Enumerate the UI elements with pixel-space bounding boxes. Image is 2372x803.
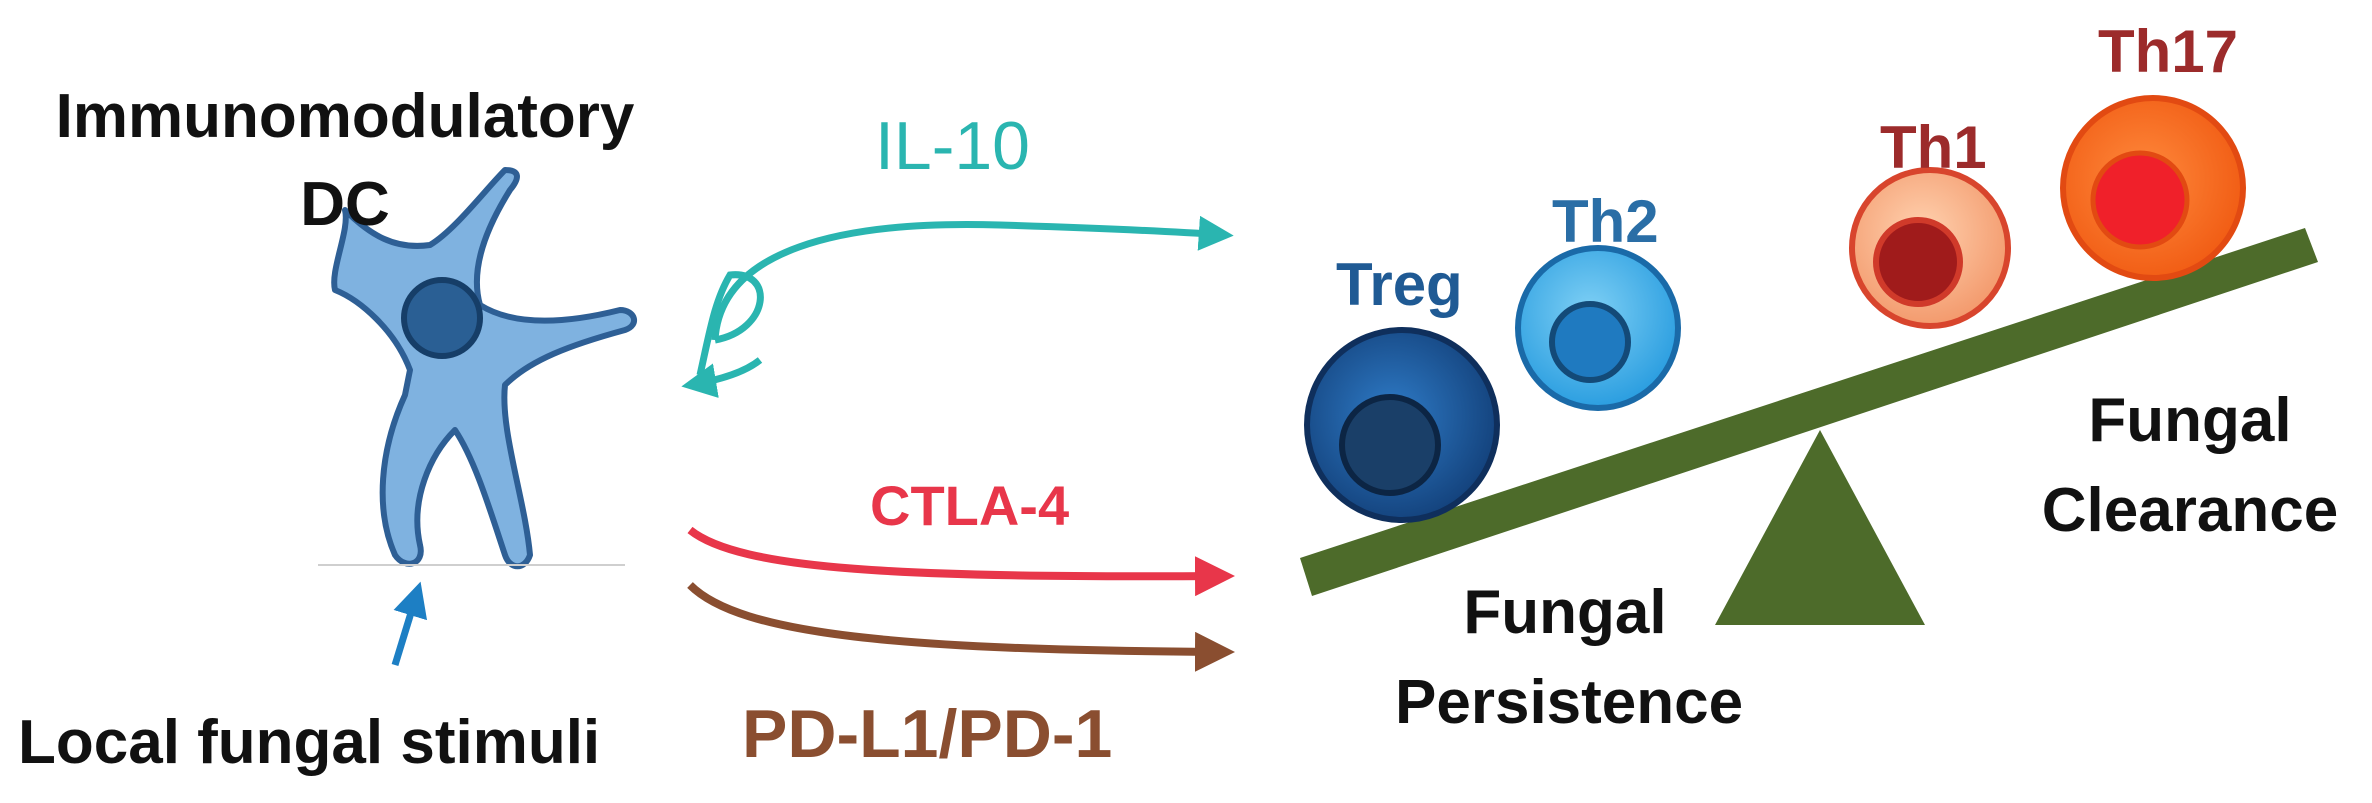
th1-label: Th1 xyxy=(1880,114,1987,181)
th2-cell xyxy=(1515,245,1681,411)
treg-label: Treg xyxy=(1336,251,1463,318)
th1-cell xyxy=(1849,167,2011,329)
il10-autocrine-loop xyxy=(696,271,764,376)
il10-arrow xyxy=(711,215,1234,341)
th17-cell xyxy=(2060,95,2246,281)
persistence-line1: Fungal xyxy=(1463,578,1667,647)
stimulus-arrow xyxy=(391,581,428,667)
ctla4-label: CTLA-4 xyxy=(870,474,1070,537)
dc-title-line1: Immunomodulatory xyxy=(55,82,635,151)
clearance-line1: Fungal xyxy=(2088,386,2292,455)
il10-feedback-arrow xyxy=(681,357,763,398)
persistence-line2: Persistence xyxy=(1395,668,1744,737)
th17-label: Th17 xyxy=(2098,18,2239,85)
dendritic-cell xyxy=(331,167,637,570)
pdl1-label: PD-L1/PD-1 xyxy=(742,696,1113,772)
dc-title-line2: DC xyxy=(300,170,390,239)
th2-label: Th2 xyxy=(1552,188,1659,255)
pdl1-arrow xyxy=(687,582,1235,672)
dendritic-cell-nucleus xyxy=(401,277,483,359)
seesaw-fulcrum xyxy=(1715,430,1925,625)
seesaw-beam xyxy=(1300,228,2318,596)
treg-cell xyxy=(1304,327,1500,523)
il10-label: IL-10 xyxy=(875,108,1030,184)
stimulus-label: Local fungal stimuli xyxy=(18,708,601,777)
dendritic-cell-body xyxy=(331,167,637,570)
clearance-line2: Clearance xyxy=(2041,476,2339,545)
ctla4-arrow xyxy=(687,526,1235,597)
